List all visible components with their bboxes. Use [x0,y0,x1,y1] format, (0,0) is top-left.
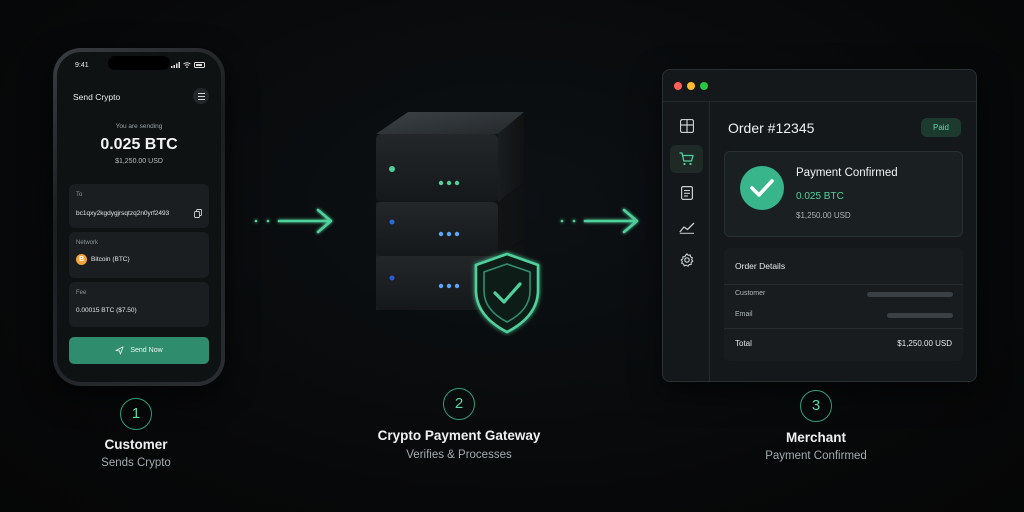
payment-confirmed-card: Payment Confirmed 0.025 BTC $1,250.00 US… [724,151,963,237]
customer-phone: 9:41 Send Crypto You are sending 0.025 B… [53,48,225,386]
customer-label: Customer [735,290,766,297]
battery-icon [194,62,205,68]
phone-notch [108,56,170,70]
total-label: Total [735,339,752,348]
window-minimize-button[interactable] [687,82,695,90]
status-icons [171,62,205,68]
order-details-card: Order Details Customer Email Total $1,25… [724,248,963,361]
confirm-amount-usd: $1,250.00 USD [796,211,851,220]
check-circle-icon [740,166,784,210]
fee-value: 0.00015 BTC ($7.50) [76,307,137,314]
merchant-window: Order #12345 Paid Payment Confirmed 0.02… [662,69,977,382]
menu-button[interactable] [193,88,209,104]
send-amount-usd: $1,250.00 USD [115,158,163,165]
arrow-2-icon [560,208,639,234]
to-address: bc1qxy2kgdygjrsqtzq2n0yrf2493 [76,210,170,217]
sidebar-item-analytics[interactable] [670,213,703,241]
details-title: Order Details [735,261,786,271]
cart-icon [679,152,694,166]
window-maximize-button[interactable] [700,82,708,90]
network-label: Network [76,240,99,246]
confirm-title: Payment Confirmed [796,167,898,179]
arrow-1-icon [254,208,333,234]
status-badge: Paid [921,118,961,137]
dashboard-icon [679,119,694,133]
app-title: Send Crypto [73,92,121,102]
email-value-placeholder [887,313,953,318]
fee-label: Fee [76,290,87,296]
server-unit-1 [376,112,524,202]
total-value: $1,250.00 USD [897,339,952,348]
wifi-icon [183,62,191,68]
step-3-subtitle: Payment Confirmed [765,450,867,462]
email-label: Email [735,311,753,318]
merchant-sidebar [663,102,710,381]
menu-icon [197,92,205,94]
step-1-number: 1 [120,398,152,430]
gateway-server-icon [376,112,524,310]
phone-screen: 9:41 Send Crypto You are sending 0.025 B… [57,52,221,382]
bitcoin-icon: B [76,254,87,265]
step-2-title: Crypto Payment Gateway [377,428,541,443]
customer-value-placeholder [867,292,953,297]
sidebar-item-settings[interactable] [670,246,703,274]
send-amount: 0.025 BTC [100,136,178,153]
send-now-label: Send Now [130,347,163,354]
step-1-subtitle: Sends Crypto [101,457,171,469]
send-now-button[interactable]: Send Now [69,337,209,364]
window-titlebar [663,70,976,102]
shield-check-icon [474,252,540,334]
step-2-subtitle: Verifies & Processes [406,449,512,461]
step-3-title: Merchant [785,430,846,445]
step-2-number: 2 [443,388,475,420]
network-value: Bitcoin (BTC) [91,256,130,263]
recipient-card[interactable]: To bc1qxy2kgdygjrsqtzq2n0yrf2493 [69,184,209,228]
status-time: 9:41 [75,62,89,69]
settings-icon [680,253,693,267]
analytics-icon [678,222,694,234]
step-1-title: Customer [104,437,168,452]
sidebar-item-orders[interactable] [670,145,703,173]
sidebar-item-dashboard[interactable] [670,112,703,140]
details-divider [724,284,963,285]
to-label: To [76,192,83,198]
order-title: Order #12345 [728,120,815,136]
sidebar-item-invoices[interactable] [670,179,703,207]
confirm-amount-btc: 0.025 BTC [796,191,844,202]
window-close-button[interactable] [674,82,682,90]
send-icon [115,346,124,355]
fee-card: Fee 0.00015 BTC ($7.50) [69,282,209,327]
sending-label: You are sending [115,123,163,130]
invoice-icon [680,186,693,200]
signal-icon [171,62,180,68]
copy-icon[interactable] [194,209,202,218]
total-divider [724,328,963,329]
step-3-number: 3 [800,390,832,422]
network-card[interactable]: Network B Bitcoin (BTC) [69,232,209,278]
server-unit-2 [376,186,524,256]
